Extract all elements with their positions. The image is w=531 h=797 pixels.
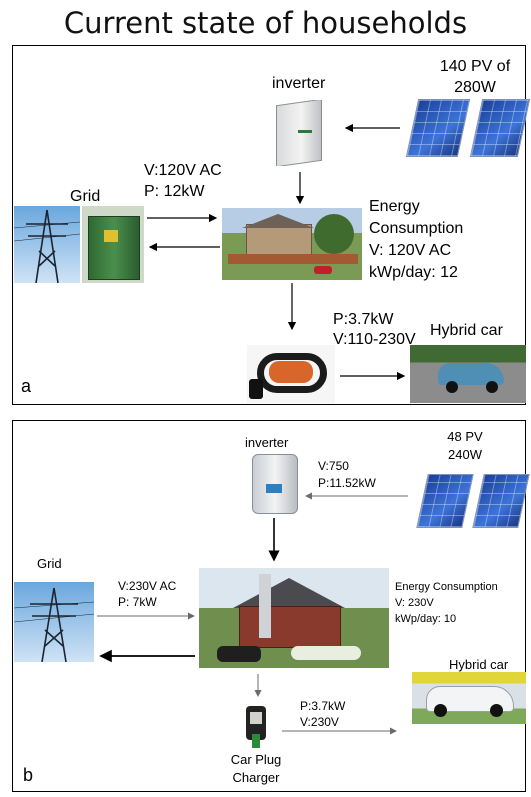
hybrid-car-b-photo — [412, 672, 526, 724]
inverter-b-icon — [246, 452, 302, 514]
charger-b-name-line1: Car Plug — [230, 752, 282, 767]
panel-b — [12, 420, 526, 792]
consumption-a-line1: Energy — [369, 198, 420, 215]
inverter-a-icon — [268, 100, 328, 166]
charger-cable-a-icon — [247, 345, 335, 403]
panel-a — [12, 45, 526, 405]
pv-b-label-line1: 48 PV — [447, 429, 483, 444]
grid-b-tower-icon — [14, 582, 94, 662]
wall-charger-b-icon — [244, 704, 270, 750]
inverter-a-label: inverter — [272, 75, 326, 92]
panel-b-letter: b — [23, 765, 34, 785]
grid-a-tower-icon — [14, 206, 80, 283]
charger-b-power: P:3.7kW — [300, 699, 346, 713]
charger-a-voltage: V:110-230V — [333, 331, 416, 348]
grid-a-power: P: 12kW — [144, 183, 205, 200]
pv-a-label-line1: 140 PV of — [439, 58, 511, 75]
inverter-b-power: P:11.52kW — [318, 476, 376, 490]
car-b-label: Hybrid car — [449, 657, 509, 672]
grid-b-label: Grid — [37, 556, 62, 571]
charger-b-name-line2: Charger — [232, 770, 280, 785]
page-title: Current state of households — [63, 6, 468, 40]
grid-a-voltage: V:120V AC — [144, 162, 222, 179]
consumption-b-line1: Energy Consumption — [395, 581, 498, 593]
consumption-a-voltage: V: 120V AC — [369, 242, 452, 259]
grid-b-voltage: V:230V AC — [118, 579, 177, 593]
consumption-a-line2: Consumption — [369, 220, 464, 237]
consumption-b-voltage: V: 230V — [395, 597, 434, 609]
panel-a-letter: a — [21, 376, 32, 396]
charger-b-voltage: V:230V — [300, 715, 339, 729]
consumption-b-kwp: kWp/day: 10 — [395, 613, 457, 625]
house-a-photo — [222, 208, 362, 280]
charger-a-power: P:3.7kW — [333, 311, 394, 328]
transformer-a-icon — [82, 206, 144, 283]
pv-b-label-line2: 240W — [448, 447, 482, 462]
consumption-a-kwp: kWp/day: 12 — [369, 264, 458, 281]
car-a-label: Hybrid car — [430, 322, 503, 339]
grid-a-label: Grid — [70, 188, 101, 205]
inverter-b-voltage: V:750 — [318, 459, 349, 473]
hybrid-car-a-photo — [410, 345, 526, 403]
house-b-photo — [199, 568, 389, 668]
pv-a-label-line2: 280W — [454, 79, 496, 96]
inverter-b-label: inverter — [245, 435, 289, 450]
grid-b-power: P: 7kW — [118, 595, 157, 609]
